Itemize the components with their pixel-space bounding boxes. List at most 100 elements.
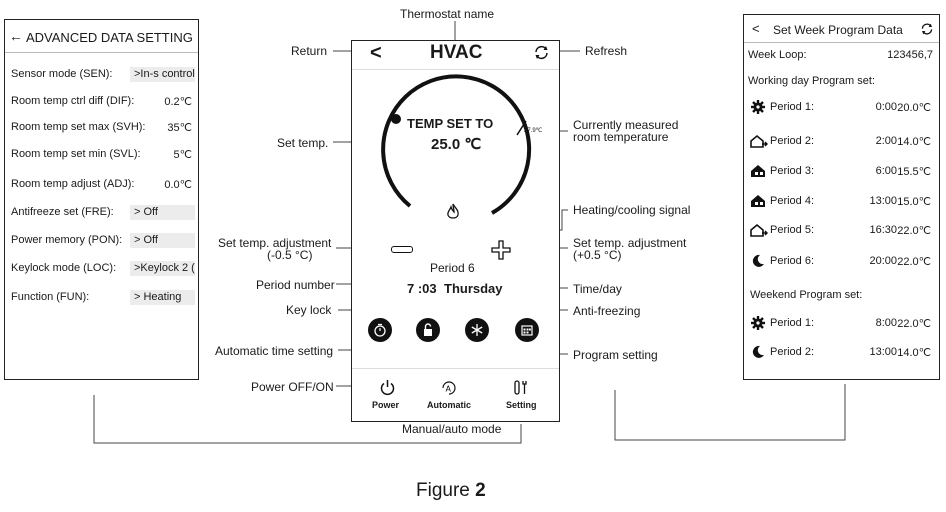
period-temp[interactable]: 20.0℃ bbox=[897, 102, 931, 114]
week-program-header: Set Week Program Data bbox=[773, 23, 903, 37]
period-temp[interactable]: 14.0℃ bbox=[897, 347, 931, 359]
period-temp[interactable]: 14.0℃ bbox=[897, 136, 931, 148]
day-display: Thursday bbox=[444, 281, 503, 296]
refresh-icon[interactable] bbox=[920, 22, 934, 36]
temperature-dial[interactable] bbox=[352, 41, 561, 241]
set-temp-value: 25.0 ℃ bbox=[431, 136, 482, 153]
annotation-key-lock: Key lock bbox=[286, 303, 332, 317]
annotation-return: Return bbox=[291, 44, 328, 58]
advanced-data-panel: ← ADVANCED DATA SETTING Sensor mode (SEN… bbox=[4, 19, 199, 380]
setting-value[interactable]: > Off bbox=[130, 205, 195, 220]
period-temp[interactable]: 22.0℃ bbox=[897, 256, 931, 268]
key-lock-button[interactable] bbox=[416, 318, 440, 342]
power-label: Power bbox=[372, 400, 400, 410]
auto-time-button[interactable] bbox=[368, 318, 392, 342]
week-program-panel: < Set Week Program Data Week Loop: 12345… bbox=[743, 14, 940, 380]
setting-row[interactable]: Room temp ctrl diff (DIF): 0.2℃ bbox=[11, 95, 192, 111]
annotation-adj-minus-1: Set temp. adjustment bbox=[218, 236, 332, 250]
working-day-title: Working day Program set: bbox=[748, 75, 875, 87]
period-label: Period 6 bbox=[430, 261, 475, 275]
annotation-heating-signal: Heating/cooling signal bbox=[573, 203, 691, 217]
bottom-divider bbox=[352, 368, 559, 369]
setting-row[interactable]: Room temp set min (SVL):5℃ bbox=[11, 148, 192, 164]
setting-value[interactable]: 0.0℃ bbox=[164, 179, 192, 191]
anti-freezing-button[interactable] bbox=[465, 318, 489, 342]
gear-icon bbox=[750, 99, 766, 115]
decrease-button[interactable] bbox=[391, 246, 413, 253]
measured-marker bbox=[516, 120, 527, 136]
gear-icon bbox=[750, 315, 766, 331]
period-time[interactable]: 16:30 bbox=[869, 224, 897, 236]
period-temp[interactable]: 15.5℃ bbox=[897, 166, 931, 178]
return-button[interactable]: < bbox=[370, 42, 382, 64]
divider bbox=[744, 42, 939, 43]
week-loop-value[interactable]: 123456,7 bbox=[887, 49, 933, 61]
power-tab[interactable]: Power bbox=[370, 379, 406, 415]
week-loop-label: Week Loop: bbox=[748, 49, 807, 61]
setting-key: Function (FUN): bbox=[11, 291, 90, 303]
period-time[interactable]: 2:00 bbox=[875, 135, 897, 147]
annotation-adj-plus-2: (+0.5 °C) bbox=[573, 248, 622, 262]
annotation-program-setting: Program setting bbox=[573, 348, 658, 362]
setting-key: Room temp ctrl diff (DIF): bbox=[11, 95, 135, 107]
lock-icon bbox=[424, 323, 432, 336]
period-time[interactable]: 20:00 bbox=[869, 255, 897, 267]
setting-row[interactable]: Antifreeze set (FRE): > Off bbox=[11, 205, 195, 222]
annotation-adj-plus-1: Set temp. adjustment bbox=[573, 236, 687, 250]
setting-tab[interactable]: Setting bbox=[502, 379, 542, 415]
setting-key: Antifreeze set (FRE): bbox=[11, 206, 114, 218]
setting-value[interactable]: > Off bbox=[130, 233, 195, 248]
annotation-time-day: Time/day bbox=[573, 282, 622, 296]
period-time[interactable]: 8:00 bbox=[875, 317, 897, 329]
period-time[interactable]: 6:00 bbox=[875, 165, 897, 177]
period-time[interactable]: 13:00 bbox=[869, 195, 897, 207]
setting-value[interactable]: > Heating bbox=[130, 290, 195, 305]
divider bbox=[5, 52, 198, 53]
setting-value[interactable]: 0.2℃ bbox=[164, 96, 192, 108]
setting-value[interactable]: 35℃ bbox=[167, 122, 192, 134]
annotation-measured-2: room temperature bbox=[573, 130, 669, 144]
setting-row[interactable]: Power memory (PON):> Off bbox=[11, 233, 195, 250]
period-temp[interactable]: 22.0℃ bbox=[897, 225, 931, 237]
setting-value[interactable]: >Keylock 2 ( bbox=[130, 261, 195, 276]
period-label: Period 5: bbox=[770, 224, 815, 236]
period-label: Period 2: bbox=[770, 346, 815, 358]
house-return-icon bbox=[750, 163, 766, 179]
annotation-adj-minus-2: (-0.5 °C) bbox=[267, 248, 313, 262]
period-time[interactable]: 0:00 bbox=[875, 101, 897, 113]
period-temp[interactable]: 15.0℃ bbox=[897, 196, 931, 208]
dial-knob[interactable] bbox=[391, 114, 401, 124]
snowflake-icon bbox=[471, 324, 483, 336]
setting-value[interactable]: >In-s control bbox=[130, 67, 195, 82]
setting-value[interactable]: 5℃ bbox=[173, 149, 192, 161]
back-arrow-icon[interactable]: ← bbox=[9, 28, 23, 44]
setting-row[interactable]: Sensor mode (SEN):>In-s control bbox=[11, 67, 195, 84]
annotation-thermostat-name: Thermostat name bbox=[400, 7, 495, 21]
period-label: Period 4: bbox=[770, 195, 815, 207]
dial-label: TEMP SET TO bbox=[407, 116, 494, 131]
period-time[interactable]: 13:00 bbox=[869, 346, 897, 358]
back-button[interactable]: < bbox=[752, 21, 760, 36]
setting-row[interactable]: Function (FUN): > Heating bbox=[11, 290, 195, 307]
program-setting-button[interactable] bbox=[515, 318, 539, 342]
period-label: Period 2: bbox=[770, 135, 815, 147]
setting-row[interactable]: Room temp set max (SVH):35℃ bbox=[11, 121, 192, 137]
refresh-icon[interactable] bbox=[533, 44, 550, 61]
automatic-tab[interactable]: A Automatic bbox=[425, 379, 475, 415]
moon-icon bbox=[750, 253, 766, 269]
setting-row[interactable]: Keylock mode (LOC):>Keylock 2 ( bbox=[11, 261, 195, 278]
period-temp[interactable]: 22.0℃ bbox=[897, 318, 931, 330]
thermostat-title: HVAC bbox=[430, 42, 483, 63]
period-label: Period 6: bbox=[770, 255, 815, 267]
setting-row[interactable]: Room temp adjust (ADJ):0.0℃ bbox=[11, 178, 192, 194]
annotation-anti-freezing: Anti-freezing bbox=[573, 304, 641, 318]
increase-button[interactable] bbox=[491, 240, 511, 260]
